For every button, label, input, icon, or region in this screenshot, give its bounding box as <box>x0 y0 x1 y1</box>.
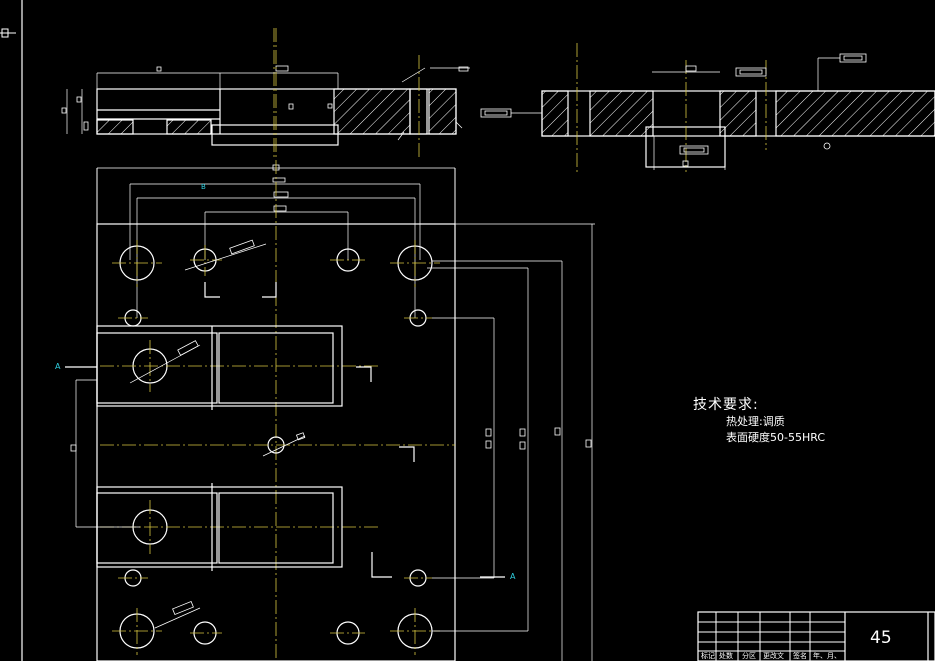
aux-label: B <box>201 183 206 191</box>
top-left-section-view[interactable] <box>61 28 470 160</box>
title-col-zone: 分区 <box>742 652 756 660</box>
main-plan-view[interactable] <box>65 28 595 661</box>
section-label-start[interactable]: A <box>55 362 61 371</box>
material-label: 45 <box>870 628 892 648</box>
tech-requirement-hardness: 表面硬度50-55HRC <box>726 431 826 444</box>
title-col-change: 更改文 <box>763 652 784 660</box>
title-col-date: 年、月、 <box>813 652 841 660</box>
section-label-end[interactable]: A <box>510 572 516 581</box>
drawing-frame <box>0 0 23 661</box>
title-block[interactable] <box>697 611 935 661</box>
tech-requirement-heat-treatment: 热处理:调质 <box>726 415 785 428</box>
top-right-section-view[interactable] <box>480 43 935 172</box>
tech-requirements-title: 技术要求: <box>693 397 759 413</box>
title-col-signature: 签名 <box>793 652 807 660</box>
title-col-count: 处数 <box>719 652 733 660</box>
title-col-mark: 标记 <box>701 652 715 660</box>
technical-requirements: 技术要求: 热处理:调质 表面硬度50-55HRC <box>693 394 825 446</box>
